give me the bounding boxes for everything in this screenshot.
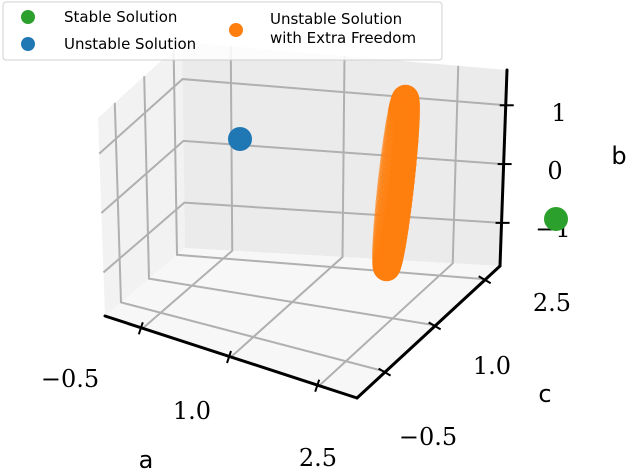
- legend-label-stable: Stable Solution: [64, 8, 177, 26]
- z-axis-label: b: [611, 142, 626, 170]
- y-tick-label-3: 2.5: [533, 289, 571, 317]
- y-tick-label-1: −0.5: [399, 423, 457, 451]
- x-tick-1: [137, 321, 144, 335]
- x-axis-label: a: [139, 446, 154, 470]
- legend: Stable Solution Unstable Solution Unstab…: [2, 1, 443, 61]
- y-axis-line: [355, 264, 502, 400]
- legend-frame: [2, 1, 443, 61]
- floor-pane: [105, 248, 500, 398]
- x-tick-label-1: −0.5: [41, 365, 99, 393]
- z-tick-label-2: 0: [547, 157, 562, 185]
- legend-marker-unstable: [21, 37, 35, 51]
- y-gridline-1: [113, 102, 386, 373]
- axis-lines: [103, 68, 514, 400]
- x-gridline-1: [142, 46, 234, 330]
- series-1-point-1: [544, 207, 568, 231]
- legend-marker-extra: [229, 23, 243, 37]
- legend-label-extra-line2: with Extra Freedom: [270, 29, 416, 47]
- y-axis-label: c: [538, 380, 551, 408]
- legend-label-unstable: Unstable Solution: [64, 35, 196, 53]
- y-gridline-2: [143, 76, 436, 327]
- y-tick-3: [478, 275, 492, 285]
- data-marks: [228, 84, 568, 282]
- x-gridline-2: [230, 55, 346, 358]
- z-tick-label-1: 1: [551, 99, 566, 127]
- x-tick-3: [314, 379, 321, 393]
- series-2-point-1: [228, 127, 252, 151]
- y-tick-label-2: 1.0: [473, 352, 511, 380]
- legend-marker-stable: [21, 10, 35, 24]
- legend-label-extra-line1: Unstable Solution: [270, 10, 402, 28]
- y-tick-1: [378, 367, 392, 377]
- x-tick-label-2: 1.0: [173, 397, 211, 425]
- x-axis-line: [103, 314, 359, 400]
- ring-point-90: [389, 161, 416, 188]
- x-gridline-3: [318, 65, 460, 387]
- y-tick-2: [428, 321, 442, 331]
- x-tick-2: [226, 350, 232, 364]
- x-tick-label-3: 2.5: [299, 444, 337, 470]
- z-axis-line: [498, 68, 509, 268]
- legend-label-extra: Unstable Solution with Extra Freedom: [270, 10, 416, 47]
